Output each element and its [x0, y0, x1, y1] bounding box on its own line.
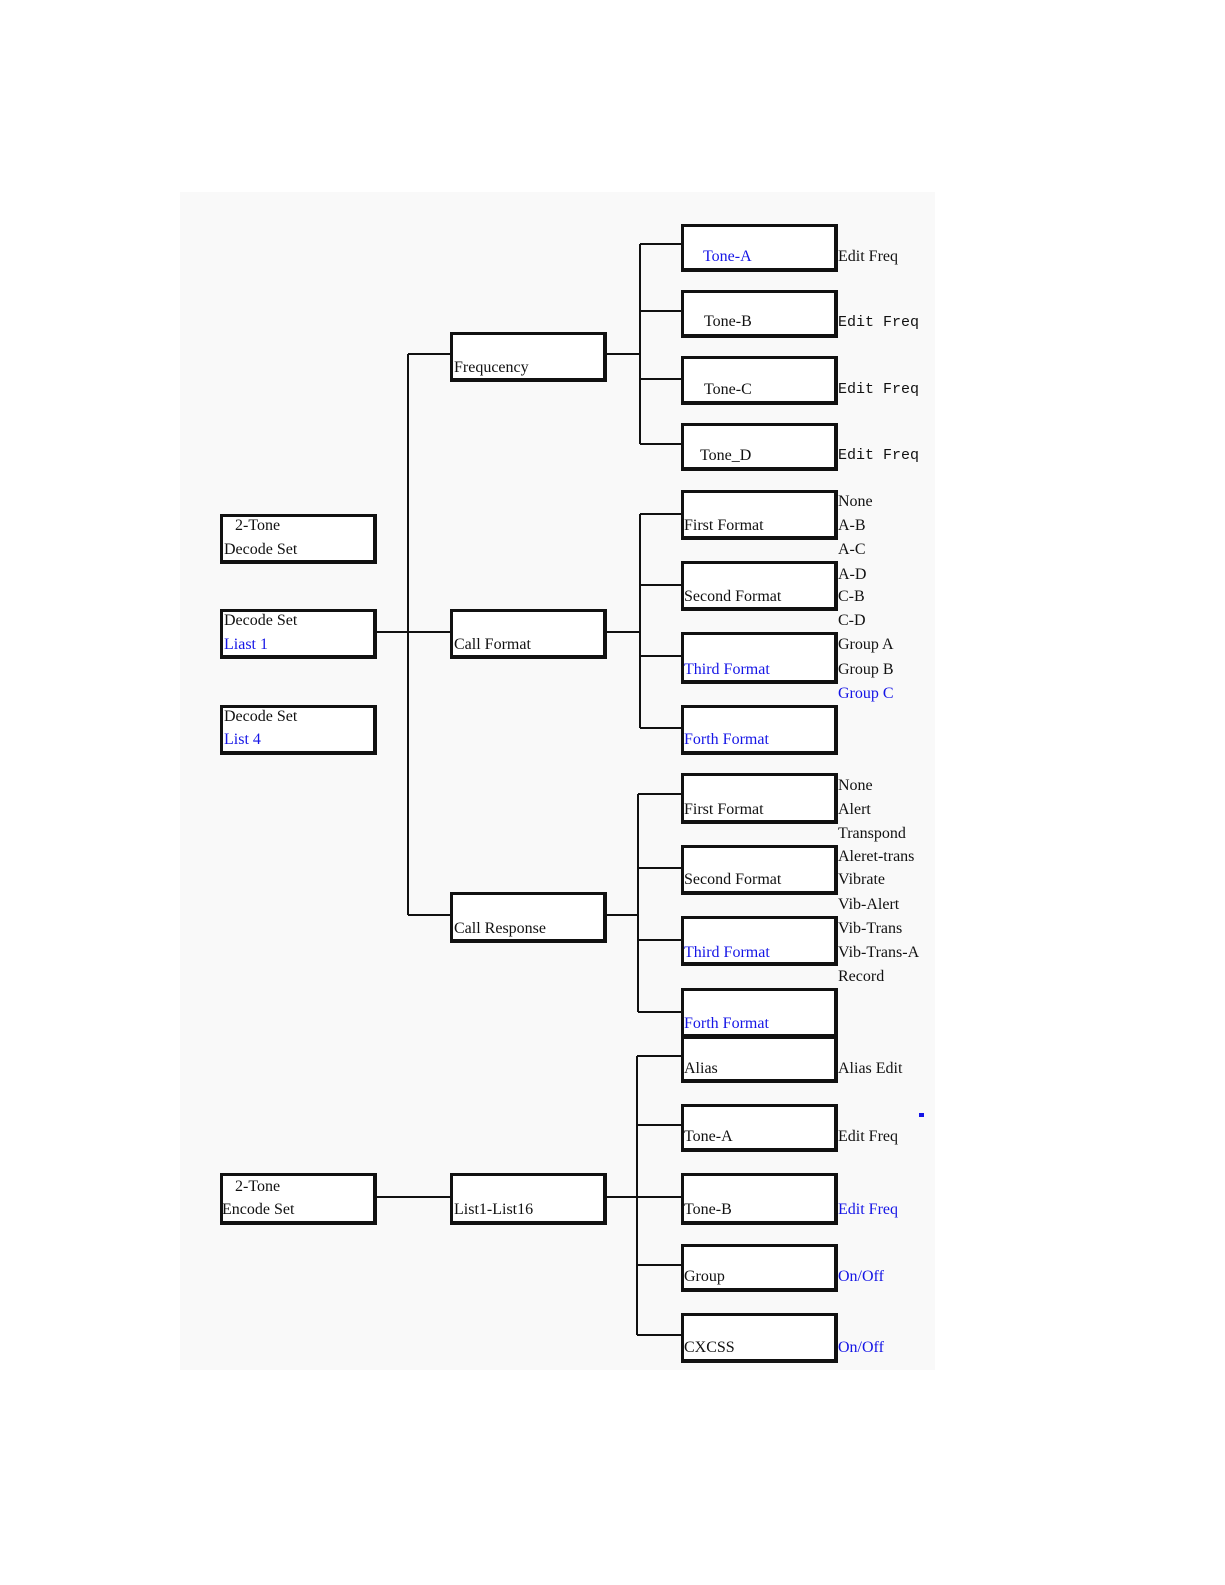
- call-response-option[interactable]: None: [838, 777, 873, 794]
- call-format-option[interactable]: A-C: [838, 541, 866, 558]
- call-format-forth-node[interactable]: [681, 705, 838, 755]
- call-response-option[interactable]: Record: [838, 968, 885, 985]
- call-format-first-node[interactable]: [681, 490, 838, 540]
- frequency-node[interactable]: [450, 332, 607, 382]
- encode-tone-b-node[interactable]: [681, 1173, 838, 1225]
- group-option[interactable]: On/Off: [838, 1268, 884, 1285]
- alias-label: Alias: [684, 1060, 718, 1077]
- tone-c-option[interactable]: Edit Freq: [838, 381, 920, 398]
- encode-tone-b-label: Tone-B: [684, 1201, 732, 1218]
- alias-node[interactable]: [681, 1036, 838, 1083]
- tone-b-node[interactable]: [681, 290, 838, 338]
- tone-b-option[interactable]: Edit Freq: [838, 314, 920, 331]
- call-response-third-label: Third Format: [684, 944, 770, 961]
- decode-set-list4-line2: List 4: [224, 731, 261, 748]
- call-response-third-node[interactable]: [681, 916, 838, 966]
- blue-mark-icon: [919, 1113, 924, 1117]
- group-label: Group: [684, 1268, 725, 1285]
- call-format-option[interactable]: C-D: [838, 612, 866, 629]
- call-response-option[interactable]: Alert: [838, 801, 871, 818]
- encode-tone-b-option[interactable]: Edit Freq: [838, 1201, 898, 1218]
- tone-a-label: Tone-A: [703, 248, 752, 265]
- call-response-first-node[interactable]: [681, 773, 838, 824]
- cxcss-option[interactable]: On/Off: [838, 1339, 884, 1356]
- call-response-option[interactable]: Transpond: [838, 825, 906, 842]
- call-format-third-label: Third Format: [684, 661, 770, 678]
- call-format-option[interactable]: C-B: [838, 588, 865, 605]
- tone-d-label: Tone_D: [700, 447, 752, 464]
- tone-c-label: Tone-C: [704, 381, 752, 398]
- call-response-option[interactable]: Vib-Trans: [838, 920, 903, 937]
- encode-tone-a-node[interactable]: [681, 1104, 838, 1152]
- list1-list16-label: List1-List16: [454, 1201, 534, 1218]
- decode-set-list1-line2: Liast 1: [224, 636, 268, 653]
- tone-d-option[interactable]: Edit Freq: [838, 447, 920, 464]
- cxcss-node[interactable]: [681, 1313, 838, 1363]
- decode-set-2tone-box[interactable]: [220, 514, 377, 564]
- tone-c-node[interactable]: [681, 356, 838, 405]
- call-response-option[interactable]: Vibrate: [838, 871, 886, 888]
- encode-set-2tone-box[interactable]: [220, 1173, 377, 1225]
- list1-list16-node[interactable]: [450, 1173, 607, 1225]
- alias-option[interactable]: Alias Edit: [838, 1060, 903, 1077]
- call-response-second-label: Second Format: [684, 871, 782, 888]
- group-node[interactable]: [681, 1244, 838, 1292]
- call-format-second-label: Second Format: [684, 588, 782, 605]
- decode-set-list4-line1: Decode Set: [224, 708, 298, 725]
- decode-set-2tone-line1: 2-Tone: [235, 517, 281, 534]
- call-format-option[interactable]: Group B: [838, 661, 894, 678]
- tone-b-label: Tone-B: [704, 313, 752, 330]
- call-format-third-node[interactable]: [681, 632, 838, 684]
- call-format-option[interactable]: Group C: [838, 685, 894, 702]
- call-format-node[interactable]: [450, 609, 607, 659]
- frequency-label: Frequcency: [454, 359, 529, 376]
- decode-set-list4-box[interactable]: [220, 705, 377, 755]
- call-format-option[interactable]: Group A: [838, 636, 894, 653]
- encode-set-2tone-line2: Encode Set: [222, 1201, 295, 1218]
- call-response-second-node[interactable]: [681, 845, 838, 895]
- tone-d-node[interactable]: [681, 423, 838, 471]
- call-response-node[interactable]: [450, 892, 607, 943]
- tone-a-node[interactable]: [681, 224, 838, 272]
- call-response-option[interactable]: Vib-Alert: [838, 896, 900, 913]
- call-format-option[interactable]: None: [838, 493, 873, 510]
- encode-set-2tone-line1: 2-Tone: [235, 1178, 281, 1195]
- call-response-option[interactable]: Vib-Trans-A: [838, 944, 920, 961]
- call-response-option[interactable]: Aleret-trans: [838, 848, 915, 865]
- call-response-first-label: First Format: [684, 801, 764, 818]
- call-response-forth-label: Forth Format: [684, 1015, 769, 1032]
- call-format-option[interactable]: A-D: [838, 566, 867, 583]
- decode-set-2tone-line2: Decode Set: [224, 541, 298, 558]
- call-format-first-label: First Format: [684, 517, 764, 534]
- call-response-label: Call Response: [454, 920, 546, 937]
- decode-set-list1-line1: Decode Set: [224, 612, 298, 629]
- tone-a-option[interactable]: Edit Freq: [838, 248, 898, 265]
- encode-tone-a-label: Tone-A: [684, 1128, 733, 1145]
- cxcss-label: CXCSS: [684, 1339, 735, 1356]
- call-format-second-node[interactable]: [681, 561, 838, 611]
- decode-set-list1-box[interactable]: [220, 609, 377, 659]
- call-format-option[interactable]: A-B: [838, 517, 866, 534]
- call-format-label: Call Format: [454, 636, 531, 653]
- call-format-forth-label: Forth Format: [684, 731, 769, 748]
- encode-tone-a-option[interactable]: Edit Freq: [838, 1128, 898, 1145]
